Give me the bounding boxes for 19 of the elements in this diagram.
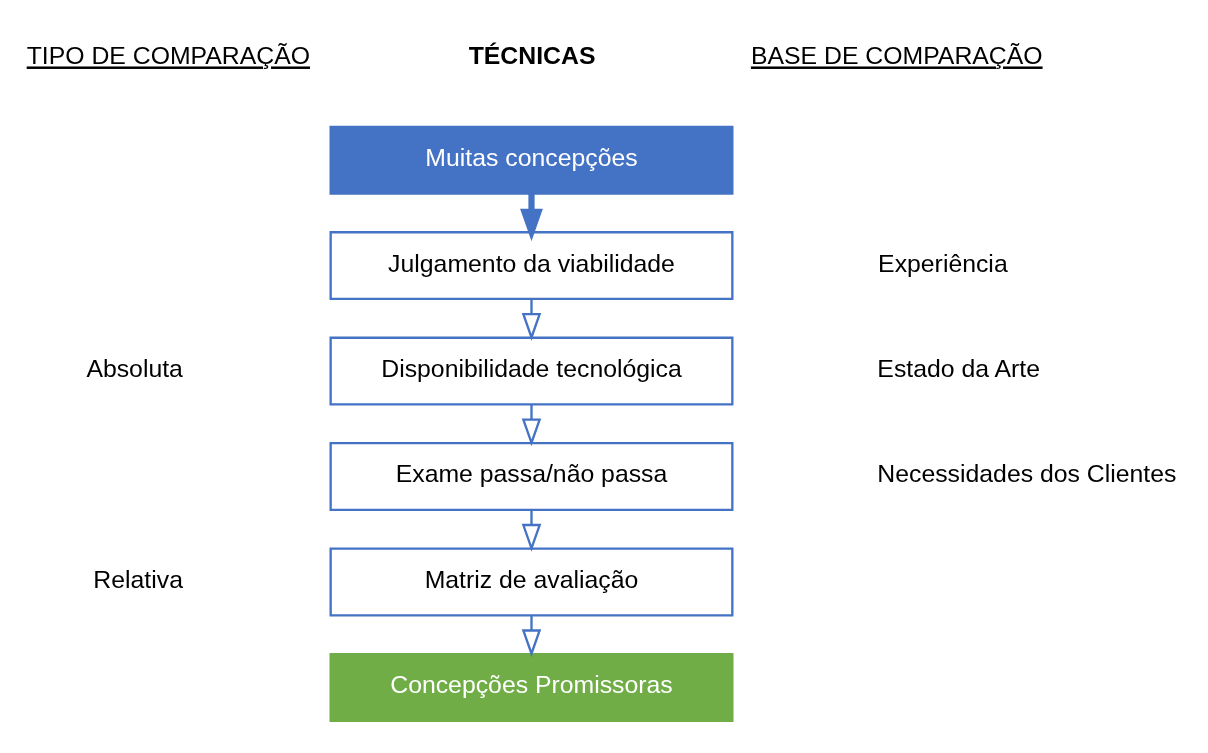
label: Experiência bbox=[878, 249, 1008, 277]
node-box: Muitas concepções bbox=[329, 125, 734, 195]
label: TÉCNICAS bbox=[468, 42, 596, 70]
arrow bbox=[520, 193, 543, 242]
arrow bbox=[521, 404, 542, 447]
label: Estado da Arte bbox=[877, 354, 1041, 382]
label: BASE DE COMPARAÇÃO bbox=[750, 42, 1043, 70]
node-box: Disponibilidade tecnológica bbox=[329, 336, 734, 406]
arrow bbox=[521, 509, 542, 552]
node-box: Matriz de avaliação bbox=[329, 547, 734, 617]
label: Relativa bbox=[93, 565, 183, 593]
node-box: Concepções Promissoras bbox=[329, 652, 734, 722]
node-box: Julgamento da viabilidade bbox=[329, 231, 734, 301]
arrow bbox=[521, 615, 542, 658]
label: Necessidades dos Clientes bbox=[877, 460, 1177, 488]
label: Absoluta bbox=[86, 354, 183, 382]
node-box: Exame passa/não passa bbox=[329, 442, 734, 512]
arrow bbox=[521, 299, 542, 341]
label: TIPO DE COMPARAÇÃO bbox=[26, 42, 311, 70]
